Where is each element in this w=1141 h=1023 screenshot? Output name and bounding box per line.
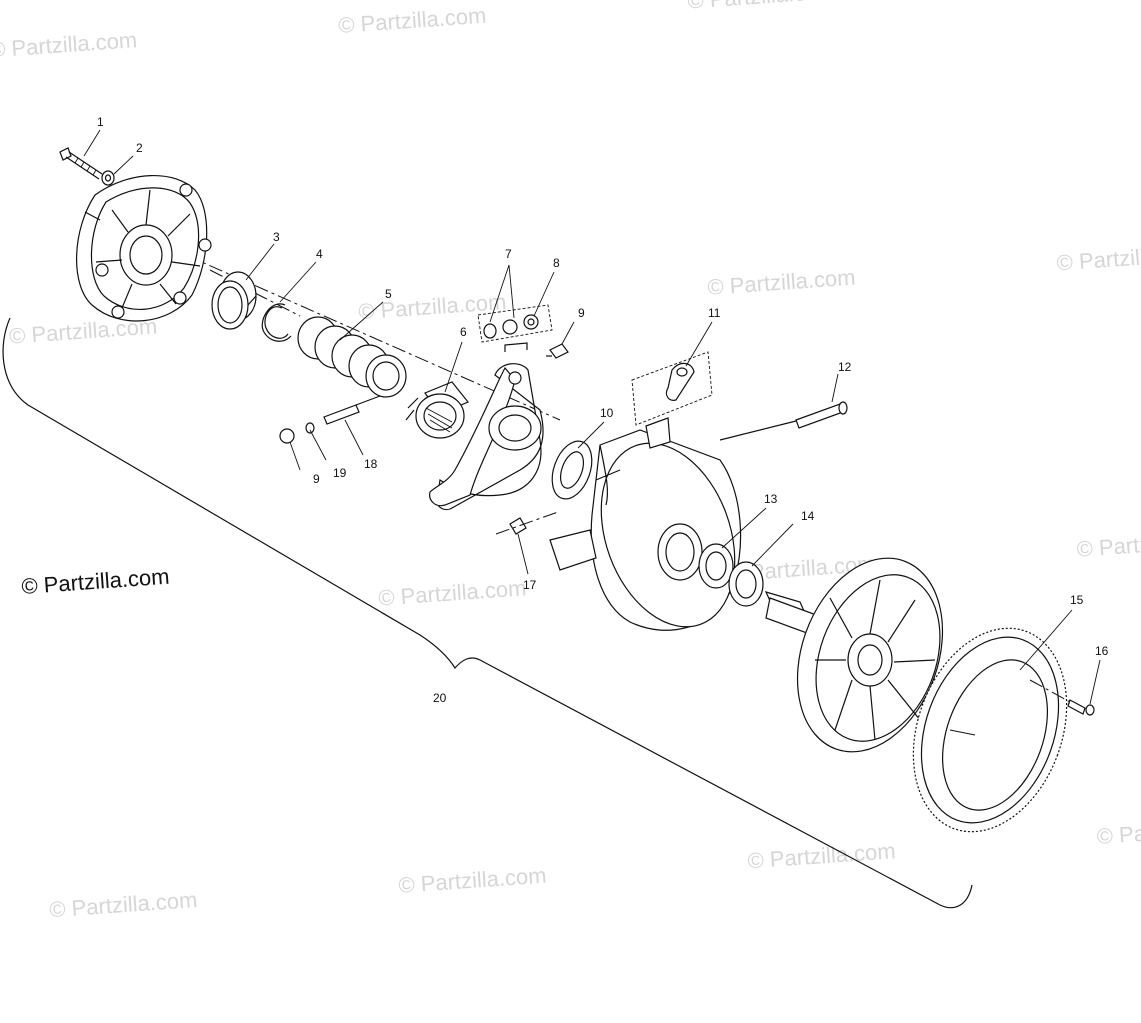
callout-label: 2: [136, 141, 143, 155]
brand-label: © Partzilla.com: [21, 564, 171, 599]
callout-label: 10: [600, 406, 614, 420]
watermark: © Partzilla.com: [747, 838, 897, 873]
callout-label: 8: [553, 256, 560, 270]
leader-lines: [83, 129, 1101, 705]
clip-group: [631, 351, 713, 426]
watermark: © Partzilla.com: [0, 27, 138, 62]
callout-label: 9: [313, 472, 320, 486]
spring-part: [297, 316, 407, 398]
assembly-bracket: [2, 317, 973, 909]
pin-group: [279, 395, 381, 444]
bushing-part: [211, 271, 257, 330]
callout-label: 13: [764, 492, 778, 506]
callout-labels: 1 2 3 4 5 6 7 8 9 10 11 12 13 14 15 16 1…: [97, 115, 1109, 705]
roller-part: [405, 381, 469, 439]
pin-part: [795, 401, 848, 429]
watermark: © Partzilla.com: [398, 863, 548, 898]
callout-label: 7: [505, 247, 512, 261]
bushing-ring-13: [698, 543, 734, 589]
watermark: © Partzilla.com: [357, 289, 507, 324]
nut-part: [546, 343, 569, 359]
watermark: © Partzilla.com: [1056, 240, 1141, 275]
callout-label: 15: [1070, 593, 1084, 607]
watermark: © Partzilla.com: [687, 0, 837, 14]
fixed-sheave: [764, 557, 944, 753]
callout-label: 9: [578, 306, 585, 320]
watermark: © Partzilla.com: [48, 887, 198, 922]
callout-label: 16: [1095, 644, 1109, 658]
callout-label: 14: [801, 509, 815, 523]
callout-label: 4: [316, 247, 323, 261]
callout-label: 5: [385, 287, 392, 301]
callout-label: 17: [523, 578, 537, 592]
callout-label: 18: [364, 457, 378, 471]
snap-ring-part: [261, 303, 292, 342]
watermark: © Partzilla.com: [1076, 526, 1141, 561]
callout-label: 20: [433, 691, 447, 705]
washer-part: [101, 170, 115, 186]
ring-gear-part: [912, 627, 1068, 833]
watermark: © Partzilla.com: [1096, 814, 1141, 849]
watermark: © Partzilla.com: [378, 575, 528, 610]
spacer-group: [477, 304, 553, 343]
thrust-washer-part: [551, 440, 593, 500]
callout-label: 1: [97, 115, 104, 129]
nut-part: [495, 511, 559, 535]
seal-ring-14: [728, 561, 764, 607]
spider-arm: [429, 342, 544, 511]
watermark: © Partzilla.com: [337, 3, 487, 38]
screw-part: [1029, 679, 1095, 716]
bolt-part: [59, 147, 103, 180]
callout-label: 19: [333, 466, 347, 480]
callout-label: 3: [273, 230, 280, 244]
callout-label: 11: [708, 306, 721, 320]
callout-label: 6: [460, 325, 467, 339]
watermark: © Partzilla.com: [707, 265, 857, 300]
cover-plate: [76, 174, 212, 322]
callout-label: 12: [838, 360, 852, 374]
